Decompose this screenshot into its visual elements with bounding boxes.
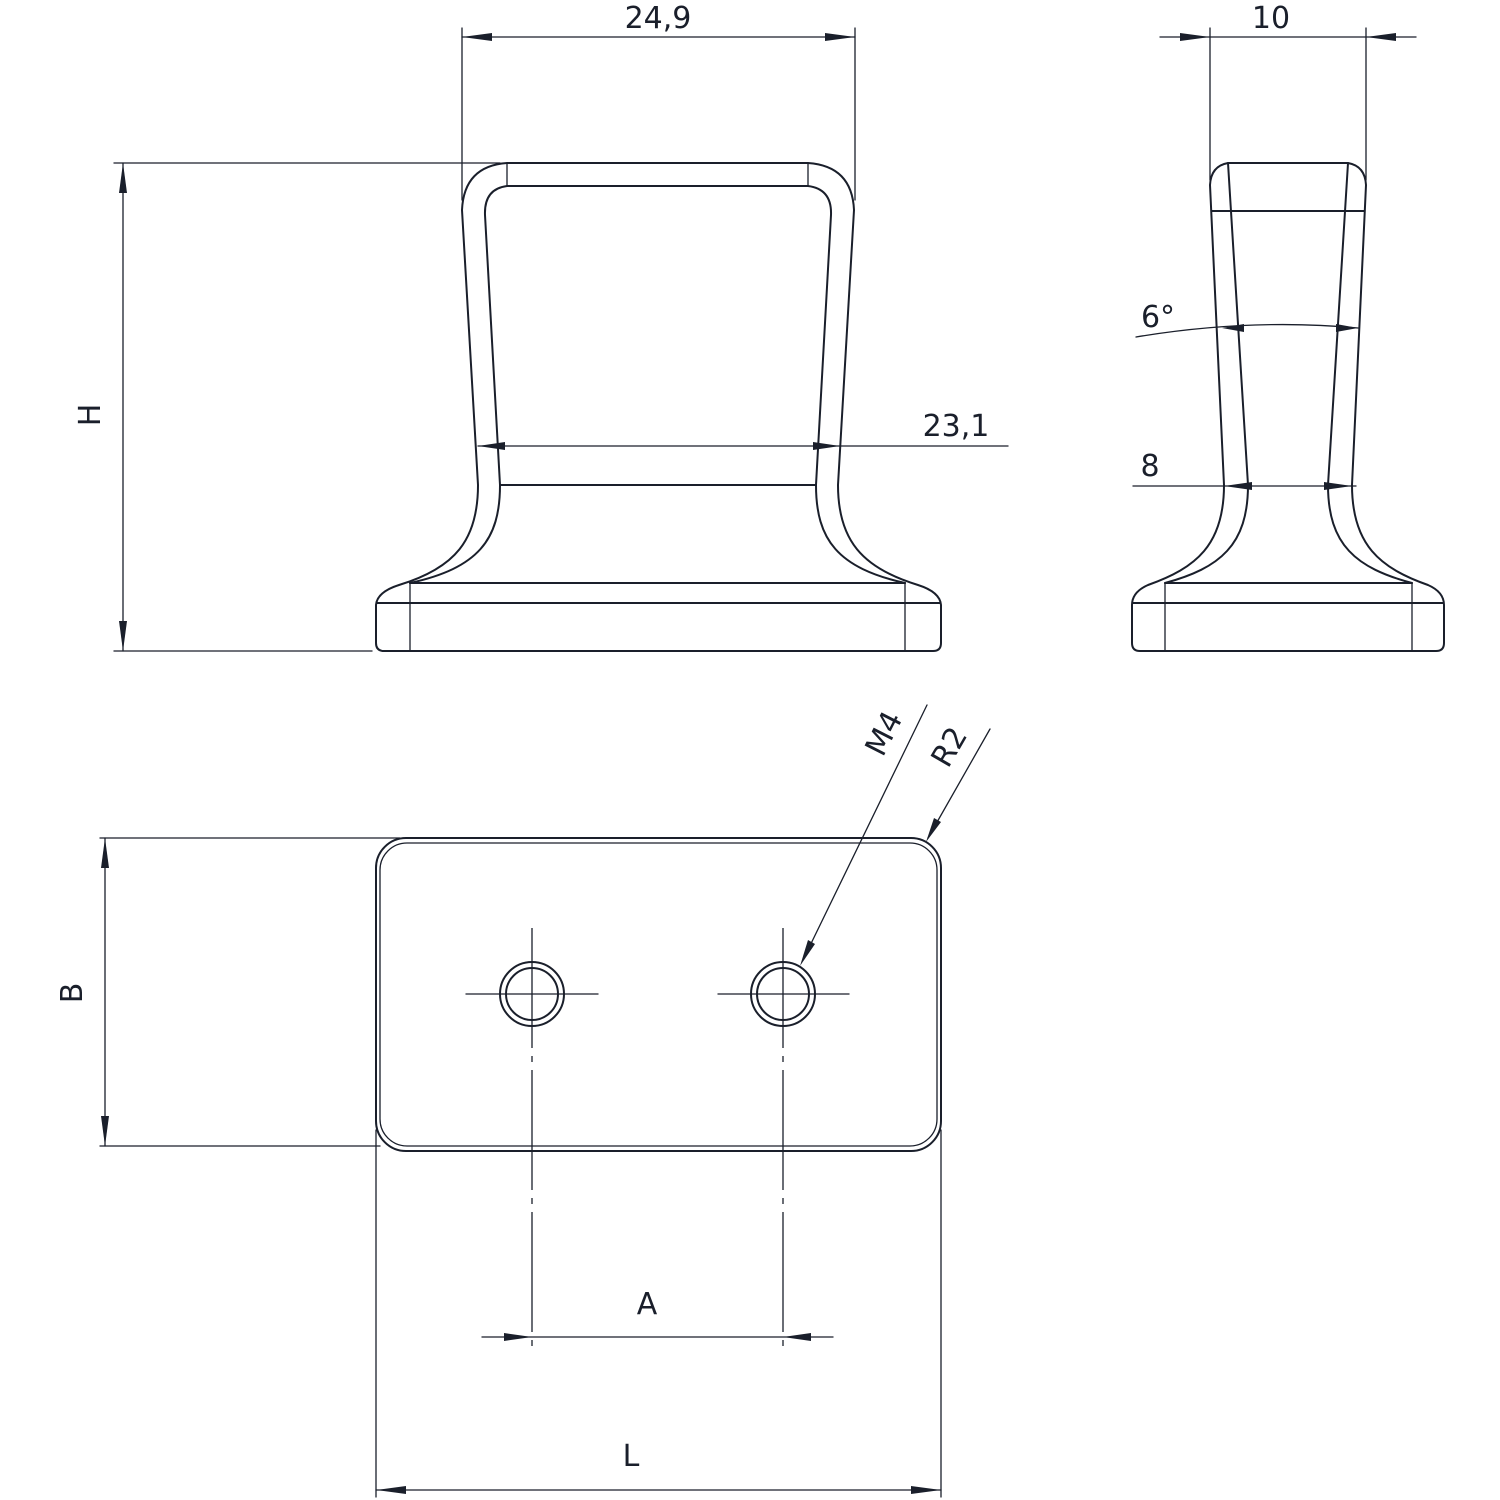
arrow <box>1222 324 1244 332</box>
arrow <box>101 838 109 868</box>
arrow <box>376 1486 406 1494</box>
dim-label-side-neck: 8 <box>1140 449 1159 484</box>
arrow <box>783 1333 811 1341</box>
arrow <box>101 1116 109 1146</box>
arrow <box>119 163 127 193</box>
side-outer-profile <box>1131 162 1445 652</box>
top-dimensions: M4 R2 B A L <box>55 704 991 1498</box>
arrow <box>504 1333 532 1341</box>
side-fillet-left <box>1164 484 1249 584</box>
arrow <box>1366 33 1396 41</box>
arrow <box>1324 482 1352 490</box>
dim-label-hole-spacing: A <box>637 1287 658 1322</box>
arrow <box>813 442 840 450</box>
dim-label-thread: M4 <box>859 706 911 762</box>
dim-label-top-width: 24,9 <box>625 1 692 36</box>
dim-label-neck-width: 23,1 <box>923 409 990 444</box>
top-plate-outline <box>375 837 942 1152</box>
dim-label-side-width: 10 <box>1252 1 1290 36</box>
leader-thread <box>803 704 928 959</box>
arrow <box>926 818 941 842</box>
arrow <box>478 442 505 450</box>
dim-label-angle: 6° <box>1141 300 1175 335</box>
side-view <box>1131 162 1445 652</box>
dim-label-height: H <box>73 404 108 427</box>
arrow <box>825 33 855 41</box>
side-inner-right-edge <box>1327 162 1349 486</box>
front-outer-profile <box>375 162 942 652</box>
top-view <box>375 837 942 1347</box>
front-view <box>375 162 942 652</box>
top-plate-inner-edge <box>379 842 938 1147</box>
arrow <box>1180 33 1210 41</box>
front-inner-hollow <box>483 185 833 486</box>
dim-arc-angle <box>1135 323 1359 338</box>
arrow <box>911 1486 941 1494</box>
arrow <box>1224 482 1252 490</box>
front-fillet-right <box>815 484 906 584</box>
side-inner-left-edge <box>1227 162 1249 486</box>
arrow <box>462 33 492 41</box>
arrow <box>119 621 127 651</box>
side-dimensions: 10 6° 8 <box>1132 1 1417 490</box>
dim-label-width: B <box>55 983 90 1004</box>
arrow <box>800 940 815 966</box>
side-fillet-right <box>1327 484 1413 584</box>
arrow <box>1336 324 1358 332</box>
dim-label-radius: R2 <box>925 721 975 773</box>
front-fillet-left <box>409 484 501 584</box>
front-dimensions: 24,9 23,1 H <box>73 1 1009 652</box>
leader-radius <box>927 728 991 839</box>
dim-label-length: L <box>623 1439 640 1474</box>
